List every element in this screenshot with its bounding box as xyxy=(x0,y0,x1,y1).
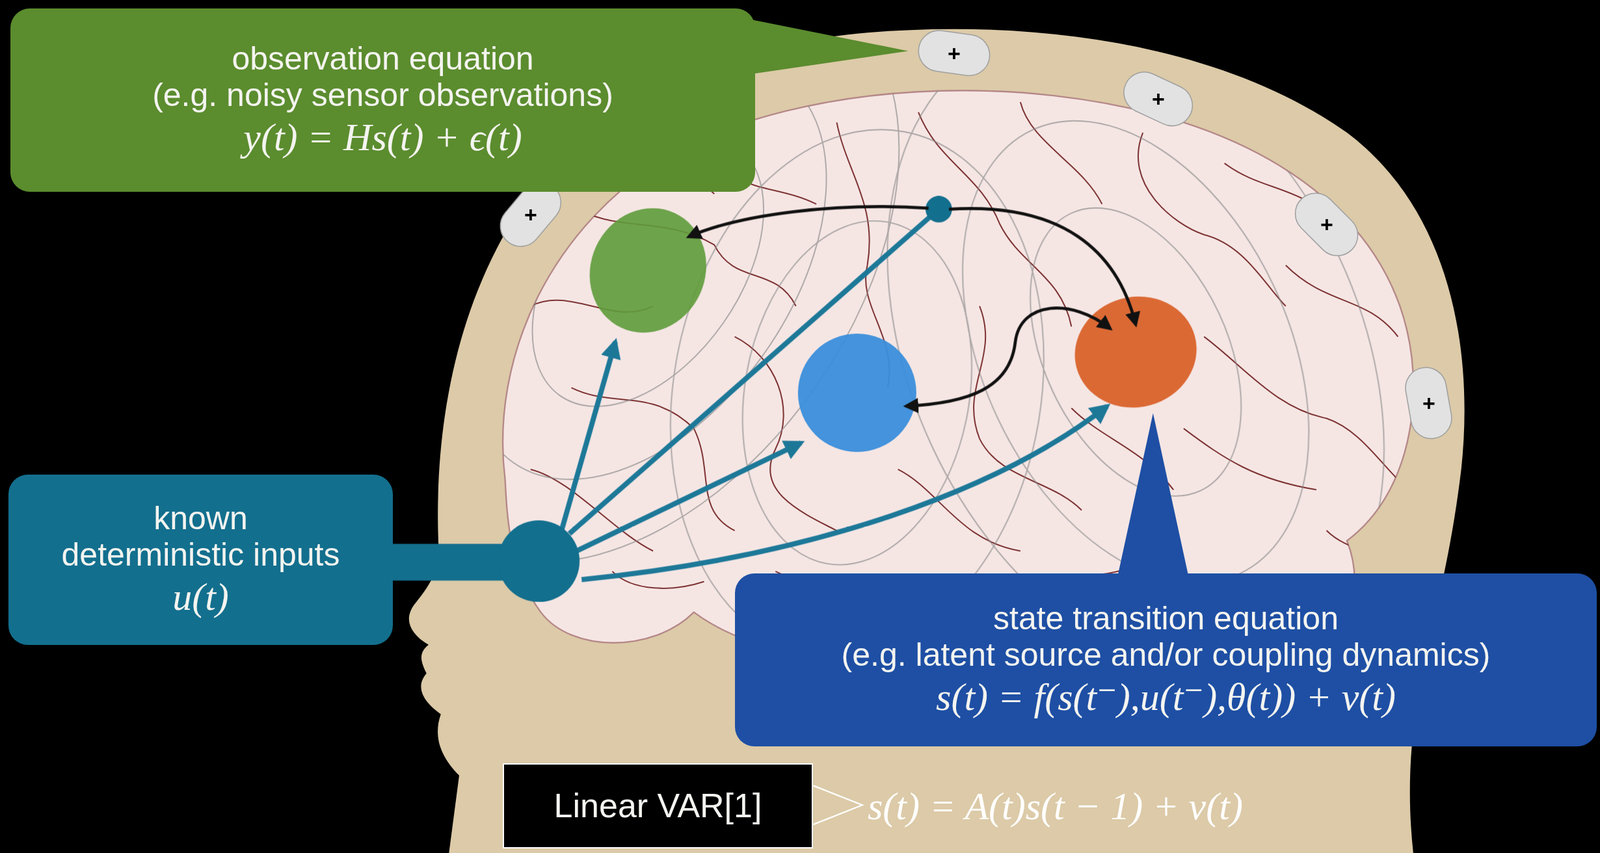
orange-source xyxy=(1062,282,1210,421)
sensor xyxy=(1287,184,1367,265)
callout-text: Linear VAR[1] xyxy=(554,786,763,825)
callout-text: (e.g. noisy sensor observations) xyxy=(152,76,614,114)
callout-pointer xyxy=(1117,413,1189,579)
state-callout: state transition equation(e.g. latent so… xyxy=(734,573,1597,747)
input-arrow xyxy=(569,216,931,534)
var-pointer xyxy=(813,785,862,825)
coupling-arrows xyxy=(688,206,1136,407)
equation-label: s(t) = A(t)s(t − 1) + v(t) xyxy=(867,786,1243,827)
input-arrow xyxy=(581,406,1107,581)
sensor-sign: + xyxy=(1422,392,1436,415)
callout-text: known deterministic inputs xyxy=(61,500,341,574)
equation-text: s(t) = f(s(t⁻),u(t⁻),θ(t)) + v(t) xyxy=(935,675,1396,720)
sensor-sign: + xyxy=(524,203,538,226)
observation-callout: observation equation(e.g. noisy sensor o… xyxy=(10,8,756,192)
sensor-sign: + xyxy=(1320,213,1334,236)
callout-text: observation equation xyxy=(231,40,534,77)
input-arrows xyxy=(559,216,1107,581)
blue-source xyxy=(798,333,917,453)
equation-text: y(t) = Hs(t) + ϵ(t) xyxy=(243,115,522,160)
equation-text: u(t) xyxy=(172,575,229,620)
input-hub xyxy=(498,520,581,603)
input-arrow xyxy=(559,342,616,540)
sensor-sign: + xyxy=(1151,87,1165,110)
callout-text: state transition equation xyxy=(993,600,1339,637)
coupling-arrow xyxy=(948,208,1136,325)
sensor xyxy=(1117,65,1200,133)
input-arrow xyxy=(576,442,801,551)
coupling-arrow xyxy=(906,308,1111,407)
coupling-arrow xyxy=(688,206,929,237)
coupling-dot xyxy=(925,195,953,223)
sensor-sign: + xyxy=(947,42,961,65)
green-source xyxy=(569,189,727,353)
field-line xyxy=(893,65,1379,640)
sensor xyxy=(915,27,992,79)
callout-text: (e.g. latent source and/or coupling dyna… xyxy=(841,636,1491,674)
input-box: known deterministic inputsu(t) xyxy=(8,474,393,646)
model-tag: Linear VAR[1] xyxy=(502,763,814,849)
sensor xyxy=(1402,364,1455,442)
